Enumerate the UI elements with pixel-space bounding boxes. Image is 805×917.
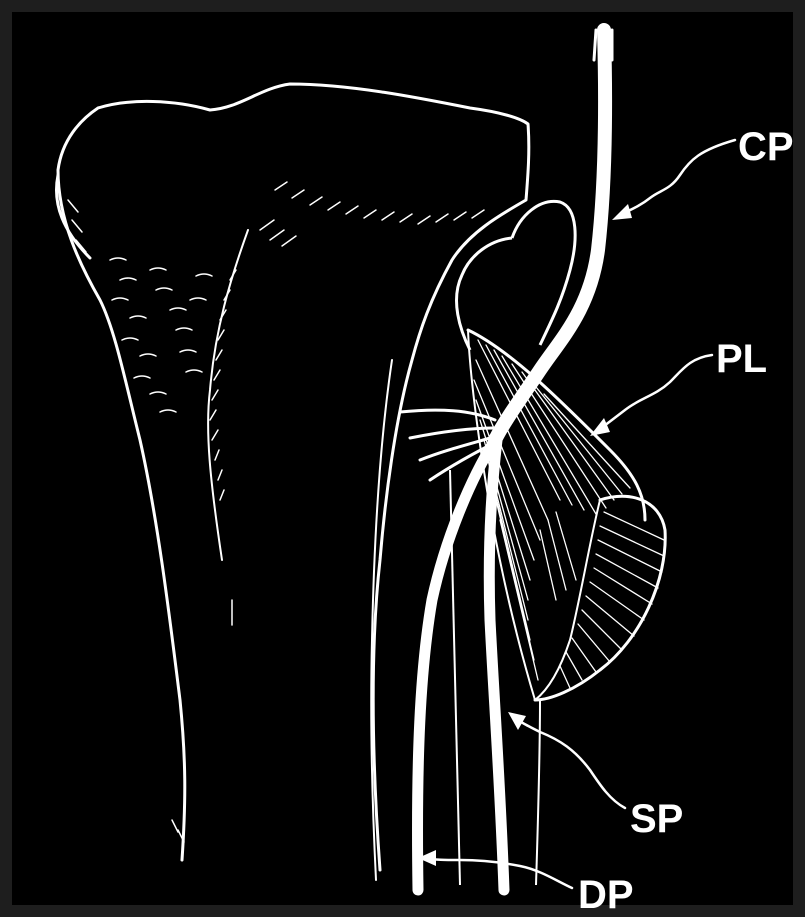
label-cp: CP [738,125,794,169]
label-dp: DP [578,873,634,917]
label-sp: SP [630,797,683,841]
label-pl: PL [716,337,767,381]
